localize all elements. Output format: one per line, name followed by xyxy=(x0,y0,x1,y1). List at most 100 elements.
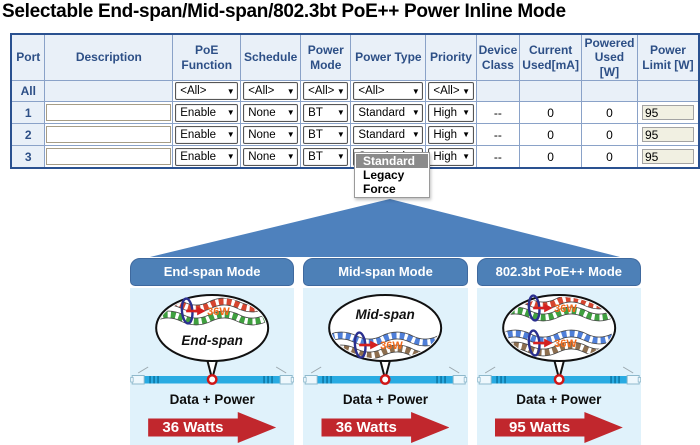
power-limit-cell xyxy=(636,145,700,169)
column-header: Power Limit [W] xyxy=(636,33,700,82)
panel-title: End-span Mode xyxy=(130,258,295,286)
power-mode-select[interactable]: BT ▼ xyxy=(303,125,349,144)
watt-arrow: 36 Watts xyxy=(148,412,277,443)
device-class-cell: -- xyxy=(475,101,521,125)
priority-select[interactable]: High▼ xyxy=(428,103,474,122)
filter-cell: <All>▼ xyxy=(172,80,242,103)
select-value: <All> xyxy=(308,85,335,98)
cable-label: Data + Power xyxy=(342,392,429,407)
power-mode-select[interactable]: BT▼ xyxy=(303,147,349,166)
cable-bubble xyxy=(328,294,443,362)
device-class-cell: -- xyxy=(475,123,521,147)
schedule-cell: None▼ xyxy=(240,123,302,147)
description-input[interactable] xyxy=(46,126,172,144)
dropdown-option[interactable]: Legacy xyxy=(363,168,405,182)
power-mode-cell: BT▼ xyxy=(300,101,352,125)
filter-power-type-select[interactable]: <All>▼ xyxy=(353,82,424,101)
filter-row: All<All>▼<All>▼<All>▼<All>▼<All>▼ xyxy=(10,80,700,103)
priority-cell: High▼ xyxy=(425,145,477,169)
priority-select[interactable]: High▼ xyxy=(428,147,474,166)
description-cell xyxy=(44,101,174,125)
select-value: Standard xyxy=(358,106,406,119)
rj45-connector-left xyxy=(304,375,318,385)
power-type-select[interactable]: Standard ▼ xyxy=(353,125,424,144)
select-value: BT xyxy=(308,128,323,141)
power-type-select[interactable]: Standard▼ xyxy=(353,103,424,122)
port-cell: 1 xyxy=(10,101,46,125)
schedule-select[interactable]: None▼ xyxy=(243,125,299,144)
column-header: Powered Used [W] xyxy=(580,33,638,82)
description-cell xyxy=(44,123,174,147)
loop-watt-label: 36W xyxy=(207,306,230,318)
schedule-select[interactable]: None ▼ xyxy=(243,103,299,122)
filter-poe-function-select[interactable]: <All>▼ xyxy=(175,82,239,101)
poe-function-cell: Enable▼ xyxy=(172,145,242,169)
power-limit-input[interactable] xyxy=(641,105,694,121)
dropdown-option[interactable]: Standard xyxy=(356,154,428,168)
chevron-down-icon: ▼ xyxy=(462,130,471,140)
power-limit-input[interactable] xyxy=(641,149,694,165)
priority-select[interactable]: High▼ xyxy=(428,125,474,144)
chevron-down-icon: ▼ xyxy=(286,108,295,118)
filter-cell: <All>▼ xyxy=(425,80,477,103)
chevron-down-icon: ▼ xyxy=(462,152,471,162)
powered-used-cell: 0 xyxy=(580,101,638,125)
page-title: Selectable End-span/Mid-span/802.3bt PoE… xyxy=(2,1,566,22)
chevron-down-icon: ▼ xyxy=(462,86,471,96)
filter-schedule-select[interactable]: <All>▼ xyxy=(243,82,299,101)
schedule-cell: None▼ xyxy=(240,145,302,169)
injection-point-icon xyxy=(206,374,218,385)
chevron-down-icon: ▼ xyxy=(336,86,345,96)
poe-function-select[interactable]: Enable▼ xyxy=(175,103,239,122)
power-mode-select[interactable]: BT▼ xyxy=(303,103,349,122)
chevron-down-icon: ▼ xyxy=(336,130,345,140)
select-value: Standard xyxy=(358,128,406,141)
chevron-down-icon: ▼ xyxy=(226,108,235,118)
filter-power-mode-select[interactable]: <All>▼ xyxy=(303,82,349,101)
injection-point-icon xyxy=(553,374,565,385)
cable-label: Data + Power xyxy=(516,392,602,407)
power-type-cell: Standard ▼ xyxy=(350,123,427,147)
powered-used-cell: 0 xyxy=(580,123,638,147)
cable-label: Data + Power xyxy=(169,392,255,407)
power-limit-input[interactable] xyxy=(641,127,694,143)
chevron-down-icon: ▼ xyxy=(411,86,420,96)
priority-cell: High▼ xyxy=(425,101,477,125)
rj45-connector-right xyxy=(279,375,293,385)
column-header: Priority xyxy=(425,33,477,82)
port-cell: 3 xyxy=(10,145,46,169)
rj45-connector-right xyxy=(626,375,640,385)
watt-label: 36 Watts xyxy=(162,419,224,436)
select-value: None xyxy=(248,106,276,119)
column-header: Power Type xyxy=(350,33,427,82)
watt-label: 36 Watts xyxy=(335,419,397,436)
select-value: BT xyxy=(308,106,323,119)
select-value: Enable xyxy=(180,128,217,141)
current-used-cell: 0 xyxy=(519,101,582,125)
description-input[interactable] xyxy=(46,104,172,122)
select-value: Enable xyxy=(180,150,217,163)
column-header: PoE Function xyxy=(172,33,242,82)
dropdown-option[interactable]: Force xyxy=(363,182,396,196)
schedule-select[interactable]: None▼ xyxy=(243,147,299,166)
chevron-down-icon: ▼ xyxy=(286,130,295,140)
power-limit-cell xyxy=(636,101,700,125)
bubble-label: Mid-span xyxy=(356,307,415,322)
poe-function-cell: Enable▼ xyxy=(172,101,242,125)
power-mode-cell: BT▼ xyxy=(300,145,352,169)
poe-function-select[interactable]: Enable▼ xyxy=(175,125,239,144)
poe-function-select[interactable]: Enable▼ xyxy=(175,147,239,166)
filter-priority-select[interactable]: <All>▼ xyxy=(428,82,474,101)
connector-up-arrow xyxy=(150,199,620,257)
column-header: Port xyxy=(10,33,46,82)
chevron-down-icon: ▼ xyxy=(411,130,420,140)
description-input[interactable] xyxy=(46,148,172,166)
